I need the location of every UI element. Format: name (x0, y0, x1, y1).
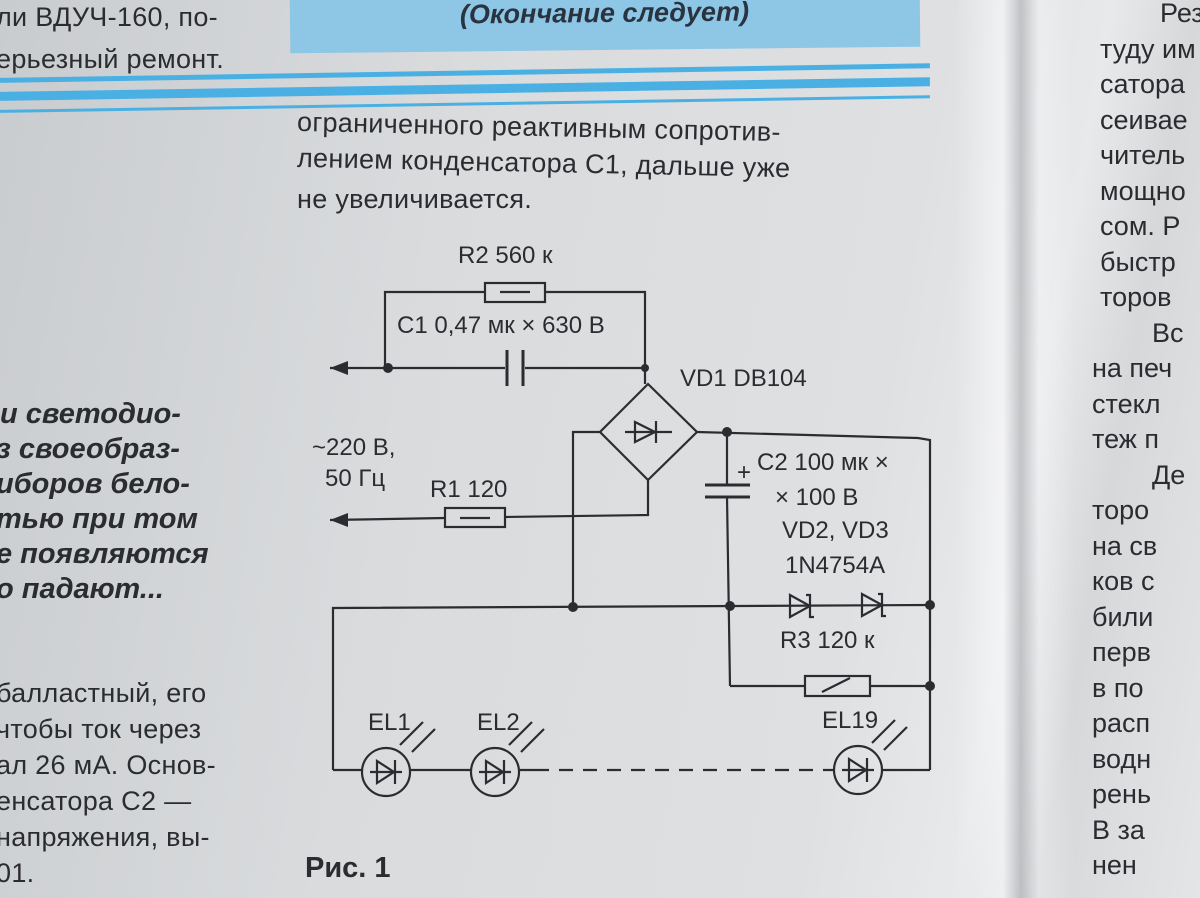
right-column-line: торо (1092, 495, 1150, 525)
junction-dots (383, 363, 935, 691)
page-binding-gutter (955, 0, 1075, 898)
zener-vd3 (860, 592, 886, 618)
c2-label-line1: C2 100 мк × (757, 449, 889, 476)
body-line: напряжения, вы- (0, 822, 210, 852)
resistor-r3 (803, 674, 872, 698)
right-column-line: Рези (1160, 0, 1200, 28)
right-column-line: ков с (1092, 566, 1155, 596)
right-column-line: Вс (1152, 317, 1184, 348)
led-el2 (469, 721, 545, 798)
right-column-line: В за (1092, 814, 1145, 845)
led-el1 (360, 721, 436, 798)
right-column-line: теж п (1092, 424, 1159, 454)
lead-line: е появляются (0, 538, 209, 570)
figure-caption: Рис. 1 (305, 852, 391, 884)
resistor-r2 (483, 281, 547, 304)
vd1-label: VD1 DB104 (680, 365, 807, 392)
circuit-labels: R2 560 к C1 0,47 мк × 630 В VD1 DB104 ~2… (312, 242, 889, 736)
right-column-line: стекл (1092, 388, 1161, 419)
right-column-line: на св (1092, 530, 1158, 561)
r2-label: R2 560 к (458, 242, 553, 269)
c1-label: C1 0,47 мк × 630 В (397, 312, 605, 339)
right-column-line: на печ (1092, 353, 1173, 383)
right-column-line: сеивае (1100, 104, 1188, 135)
right-column-line: Де (1152, 459, 1186, 490)
right-column-line: рень (1092, 779, 1152, 809)
right-column-line: перв (1092, 637, 1151, 667)
right-column-line: сатора (1100, 69, 1186, 99)
right-column-line: туду им (1100, 33, 1196, 64)
el2-label: EL2 (477, 709, 520, 736)
right-column-line: нен (1092, 850, 1137, 880)
el19-label: EL19 (822, 707, 878, 734)
right-column-line: быстр (1100, 246, 1176, 277)
right-column-line: в по (1092, 672, 1144, 703)
zener-part-label: 1N4754A (785, 552, 885, 579)
left-column-top-line: ерьезный ремонт. (0, 44, 224, 74)
capacitor-c1 (505, 350, 525, 386)
capacitor-c2 (705, 483, 750, 499)
right-column-line: сом. Р (1100, 211, 1181, 241)
el1-label: EL1 (368, 709, 411, 736)
lead-line: о падают... (0, 573, 164, 605)
lead-line: иборов бело- (0, 468, 190, 500)
lead-line: тью при том (0, 503, 198, 535)
diode-bridge-vd1 (598, 382, 699, 482)
zener-label: VD2, VD3 (782, 517, 889, 544)
left-column-top-line: ли ВДУЧ-160, по- (0, 2, 218, 32)
zener-vd2 (788, 593, 814, 619)
body-line: чтобы ток через (0, 714, 202, 744)
right-column-line: торов (1100, 282, 1172, 312)
resistor-r1 (443, 506, 507, 529)
mains-frequency-label: 50 Гц (325, 465, 385, 492)
body-line: балластный, его (0, 678, 207, 708)
body-line: енсатора С2 — (0, 786, 192, 816)
resistor-r3-mark (821, 677, 851, 693)
body-line: ал 26 мА. Основ- (0, 750, 216, 780)
input-arrow-icons (330, 361, 348, 527)
c2-label-line2: × 100 В (775, 484, 858, 511)
right-column-line: били (1092, 601, 1154, 632)
r3-label: R3 120 к (780, 627, 875, 654)
r1-label: R1 120 (430, 476, 507, 503)
right-column-line: мощно (1100, 175, 1186, 206)
right-column-line: водн (1092, 743, 1152, 774)
right-column-line: расп (1092, 708, 1151, 738)
middle-text-line: не увеличивается. (297, 184, 533, 214)
mains-voltage-label: ~220 В, (312, 434, 395, 461)
body-line: 01. (0, 858, 35, 888)
right-column-line: читель (1100, 140, 1186, 170)
led-el19 (832, 719, 908, 796)
c2-polarity-label: + (737, 459, 751, 486)
lead-line: з своеобраз- (0, 433, 180, 465)
lead-line: и светодио- (0, 398, 181, 430)
